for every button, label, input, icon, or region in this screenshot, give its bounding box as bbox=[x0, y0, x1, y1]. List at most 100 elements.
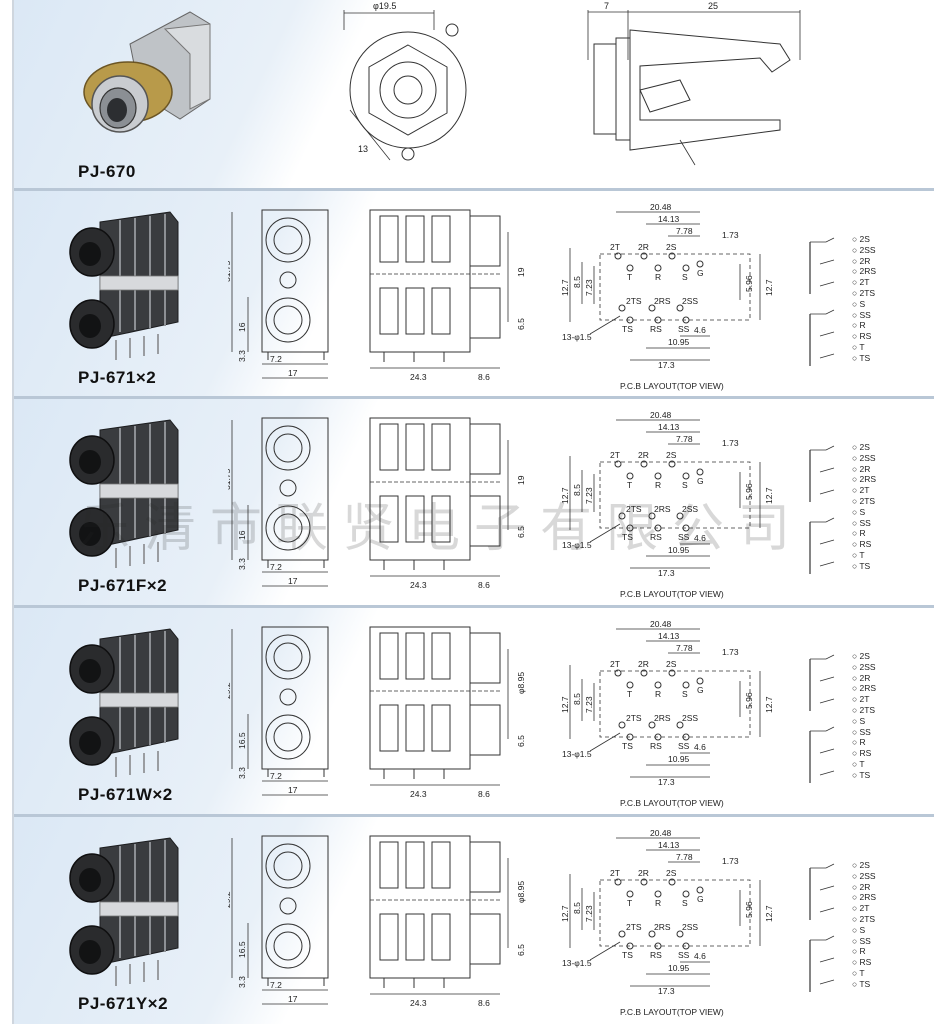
dimension-label: 16 bbox=[237, 530, 247, 540]
dimension-label: 19 bbox=[516, 267, 526, 277]
product-row: PJ-671F×2 31.75 16 3.3 7.2 17 bbox=[0, 404, 934, 604]
dimension-label: 17 bbox=[288, 576, 298, 586]
pin-name: ○ 2S bbox=[852, 651, 870, 661]
pin-label: T bbox=[627, 272, 632, 282]
dimension-label: 4.6 bbox=[694, 325, 706, 335]
dimension-label: 20.48 bbox=[650, 412, 672, 420]
dimension-label: 3.3 bbox=[237, 767, 247, 779]
pin-name: ○ 2TS bbox=[852, 495, 876, 506]
pin-schematic bbox=[809, 654, 835, 783]
pin-label: 2TS bbox=[626, 922, 642, 932]
dimension-label: 20.48 bbox=[650, 621, 672, 629]
product-row: PJ-671×2 31.75 16 3.3 7.2 17 bbox=[0, 196, 934, 396]
pin-name: ○ TS bbox=[852, 769, 871, 780]
pin-label: 2T bbox=[610, 868, 620, 878]
pin-name: ○ TS bbox=[852, 978, 871, 989]
dimension-label: φ8.95 bbox=[516, 672, 526, 694]
side-view-drawing: 7 25 bbox=[587, 1, 801, 166]
pcb-layout-drawing: 20.48 14.13 7.78 1.73 12.7 8.5 7.23 5.96… bbox=[560, 830, 774, 996]
pin-label: SS bbox=[678, 324, 690, 334]
pin-label: 2S bbox=[666, 868, 677, 878]
pin-name: ○ T bbox=[852, 549, 865, 560]
dimension-label: 8.5 bbox=[572, 276, 582, 288]
jack-photo bbox=[69, 628, 179, 777]
hole-note: 13-φ1.5 bbox=[562, 332, 592, 342]
pin-label: RS bbox=[650, 741, 662, 751]
dimension-label: 12.7 bbox=[560, 279, 570, 296]
dimension-label: 13 bbox=[358, 144, 368, 154]
pin-label: G bbox=[697, 685, 704, 695]
dimension-label: φ8.95 bbox=[516, 881, 526, 903]
pin-name: ○ 2T bbox=[852, 277, 870, 288]
dimension-label: 6.5 bbox=[516, 735, 526, 747]
model-label: PJ-671Y×2 bbox=[78, 994, 169, 1013]
side-view-drawing: φ8.95 6.5 24.3 8.6 bbox=[369, 626, 526, 799]
pin-name: ○ TS bbox=[852, 352, 871, 363]
left-edge-stripe bbox=[12, 0, 14, 1024]
dimension-label: 8.5 bbox=[572, 693, 582, 705]
pin-label: R bbox=[655, 898, 661, 908]
pin-schematic bbox=[809, 445, 835, 574]
hole-note: 13-φ1.5 bbox=[562, 958, 592, 968]
pin-name: ○ 2SS bbox=[852, 870, 876, 881]
dimension-label: 12.7 bbox=[560, 905, 570, 922]
dimension-label: 12.7 bbox=[764, 696, 774, 713]
dimension-label: 29.2 bbox=[228, 891, 232, 908]
dimension-label: 31.75 bbox=[228, 468, 232, 490]
dimension-label: 1.73 bbox=[722, 856, 739, 866]
pin-label: SS bbox=[678, 950, 690, 960]
pin-schematic bbox=[809, 237, 835, 366]
dimension-label: 7.23 bbox=[584, 279, 594, 296]
dimension-label: 24.3 bbox=[410, 372, 427, 382]
dimension-label: 16.5 bbox=[237, 732, 247, 749]
dimension-label: 3.3 bbox=[237, 558, 247, 570]
pin-label: R bbox=[655, 689, 661, 699]
pin-name: ○ 2RS bbox=[852, 683, 877, 694]
pin-label: G bbox=[697, 476, 704, 486]
pin-label: 2RS bbox=[654, 713, 671, 723]
pcb-caption: P.C.B LAYOUT(TOP VIEW) bbox=[620, 1007, 724, 1017]
pin-name: ○ S bbox=[852, 298, 866, 309]
dimension-label: 17.3 bbox=[658, 986, 675, 996]
pin-name: ○ RS bbox=[852, 331, 872, 342]
dimension-label: 12.7 bbox=[764, 279, 774, 296]
dimension-label: 8.6 bbox=[478, 580, 490, 590]
pcb-caption: P.C.B LAYOUT(TOP VIEW) bbox=[620, 589, 724, 599]
pin-label: 2SS bbox=[682, 713, 698, 723]
pin-label: T bbox=[627, 480, 632, 490]
model-label: PJ-671W×2 bbox=[78, 785, 173, 804]
pin-list: ○ 2S○ 2SS○ 2R○ 2RS○ 2T○ 2TS○ S○ SS○ R○ R… bbox=[852, 234, 876, 364]
dimension-label: 7.2 bbox=[270, 354, 282, 364]
dimension-label: 7.78 bbox=[676, 852, 693, 862]
pcb-layout-drawing: 20.48 14.13 7.78 1.73 12.7 8.5 7.23 5.96… bbox=[560, 621, 774, 787]
pcb-caption: P.C.B LAYOUT(TOP VIEW) bbox=[620, 798, 724, 808]
dimension-label: 24.3 bbox=[410, 998, 427, 1008]
pin-name: ○ 2SS bbox=[852, 661, 876, 672]
pin-label: S bbox=[682, 689, 688, 699]
row-separator bbox=[14, 814, 934, 817]
dimension-label: 1.73 bbox=[722, 438, 739, 448]
pin-label: G bbox=[697, 894, 704, 904]
pin-label: 2TS bbox=[626, 296, 642, 306]
jack-photo bbox=[69, 419, 179, 568]
pin-name: ○ 2TS bbox=[852, 704, 876, 715]
dimension-label: 1.73 bbox=[722, 647, 739, 657]
pin-label: 2SS bbox=[682, 922, 698, 932]
pcb-layout-drawing: 20.48 14.13 7.78 1.73 12.7 8.5 7.23 5.96… bbox=[560, 204, 774, 370]
dimension-label: 24.3 bbox=[410, 789, 427, 799]
dimension-label: 20.48 bbox=[650, 830, 672, 838]
pin-label: RS bbox=[650, 324, 662, 334]
front-view-drawing: 29.2 16.5 3.3 7.2 17 bbox=[228, 835, 329, 1005]
pin-label: SS bbox=[678, 532, 690, 542]
dimension-label: 7.78 bbox=[676, 226, 693, 236]
dimension-label: 12.7 bbox=[560, 696, 570, 713]
pin-name: ○ 2R bbox=[852, 255, 871, 266]
pin-name: ○ 2S bbox=[852, 234, 870, 244]
model-label: PJ-671F×2 bbox=[78, 576, 168, 595]
pin-list: ○ 2S○ 2SS○ 2R○ 2RS○ 2T○ 2TS○ S○ SS○ R○ R… bbox=[852, 860, 876, 990]
pin-name: ○ 2S bbox=[852, 442, 870, 452]
pin-label: S bbox=[682, 898, 688, 908]
pin-list: ○ 2S○ 2SS○ 2R○ 2RS○ 2T○ 2TS○ S○ SS○ R○ R… bbox=[852, 442, 876, 572]
pin-name: ○ 2SS bbox=[852, 452, 876, 463]
